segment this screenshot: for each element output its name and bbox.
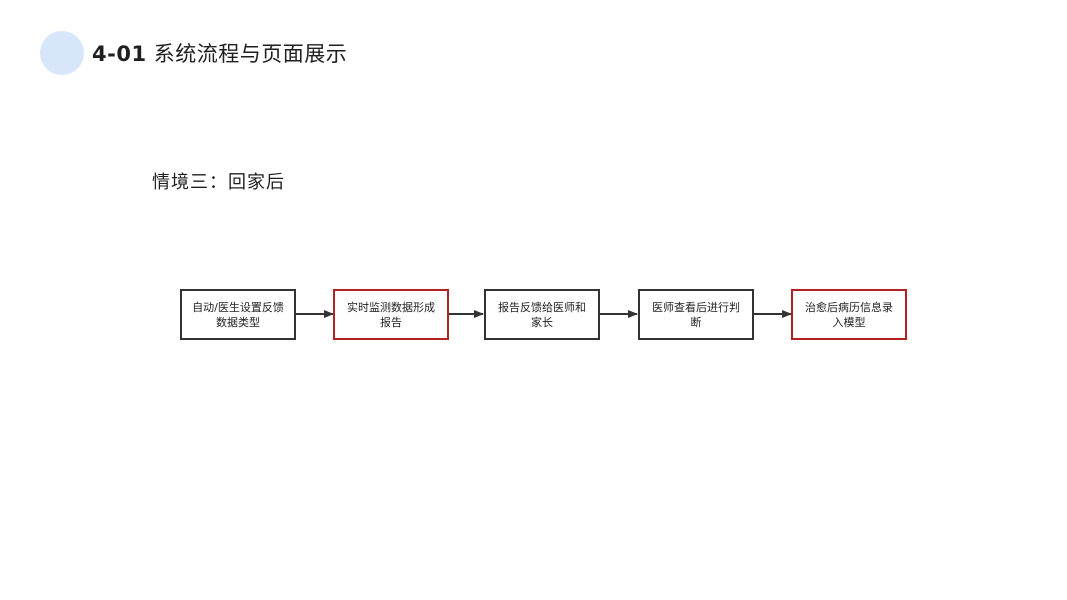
flow-step-3: 报告反馈给医师和家长	[484, 289, 600, 340]
flow-step-5-text: 治愈后病历信息录入模型	[805, 300, 893, 329]
scenario-label: 情境三：回家后	[152, 172, 285, 193]
flow-step-4: 医师查看后进行判断	[638, 289, 754, 340]
section-number: 4-01	[92, 42, 147, 66]
flow-step-3-text: 报告反馈给医师和家长	[498, 300, 586, 329]
section-title: 系统流程与页面展示	[153, 42, 348, 66]
flow-step-4-text: 医师查看后进行判断	[652, 300, 740, 329]
title-dot-decoration	[40, 31, 84, 75]
flow-step-2: 实时监测数据形成报告	[333, 289, 449, 340]
flow-step-2-text: 实时监测数据形成报告	[347, 300, 435, 329]
flow-step-1: 自动/医生设置反馈数据类型	[180, 289, 296, 340]
flow-step-1-text: 自动/医生设置反馈数据类型	[192, 300, 284, 329]
page-title: 4-01 系统流程与页面展示	[92, 40, 347, 68]
flow-step-5: 治愈后病历信息录入模型	[791, 289, 907, 340]
